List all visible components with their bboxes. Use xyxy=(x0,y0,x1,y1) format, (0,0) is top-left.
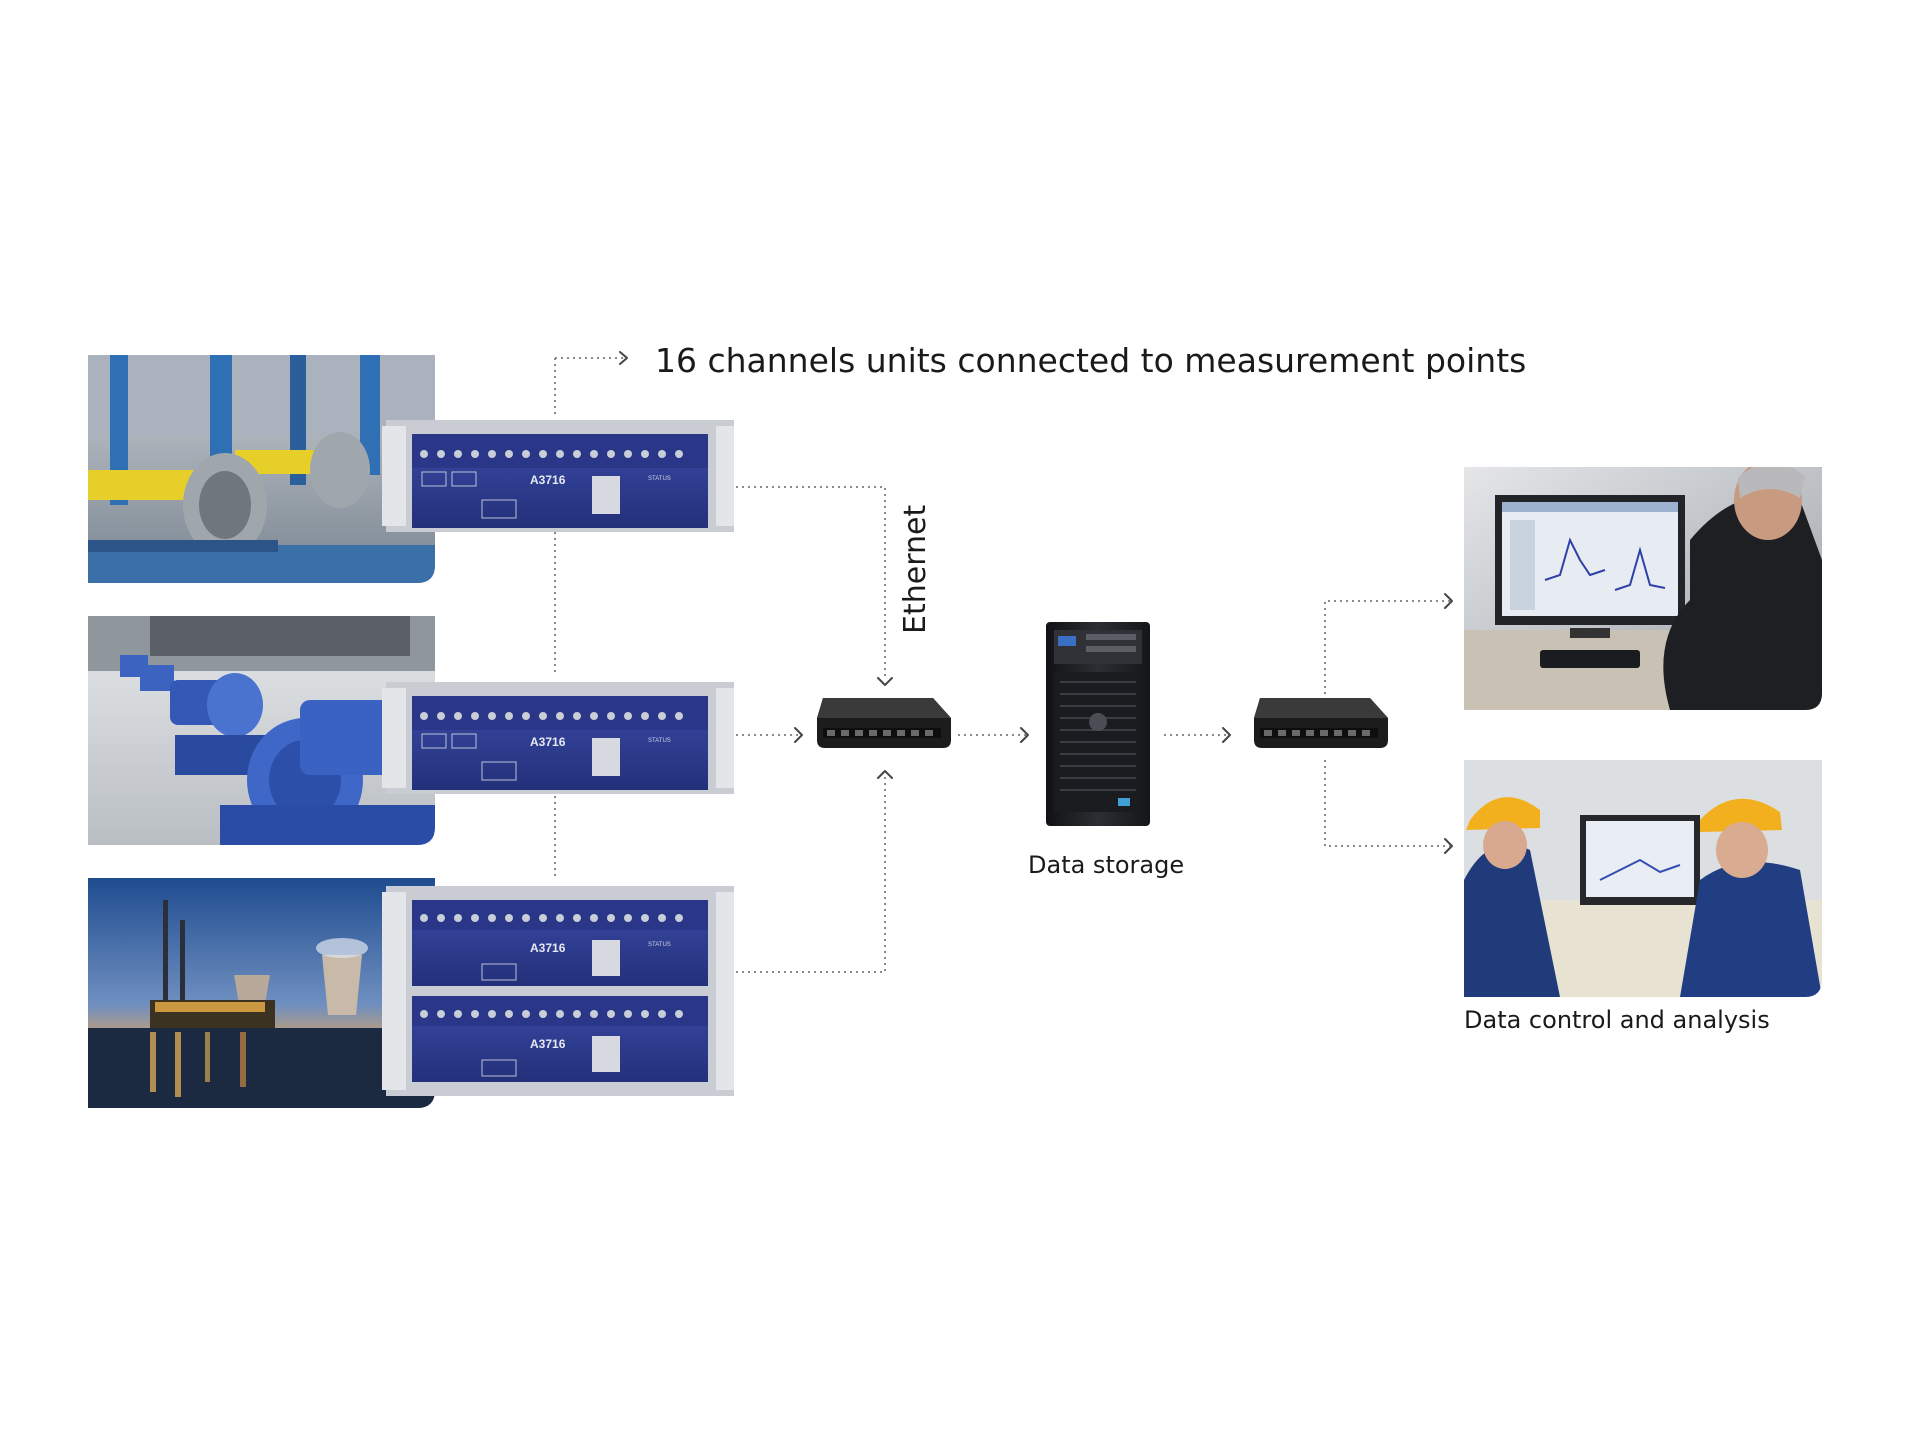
title-arrow xyxy=(619,351,628,365)
site-photo-power-plant xyxy=(88,878,435,1108)
network-switch-1 xyxy=(817,698,951,748)
a3716-unit-2: A3716 STATUS xyxy=(382,682,734,794)
switch-to-operator-2-connector xyxy=(1324,760,1450,847)
switch-to-storage-arrow xyxy=(1020,727,1029,743)
unit-3a-model-label: A3716 xyxy=(530,941,566,955)
a3716-unit-3: A3716 A3716 STATUS xyxy=(382,886,734,1096)
unit-3-arrow-up xyxy=(877,770,893,779)
operator-photo-1 xyxy=(1464,467,1822,710)
unit-1-status-label: STATUS xyxy=(648,476,671,482)
switch-to-operator-1-connector xyxy=(1324,600,1450,706)
unit-3-status-label: STATUS xyxy=(648,942,671,948)
storage-to-switch-arrow xyxy=(1222,727,1231,743)
analysis-label: Data control and analysis xyxy=(1464,1006,1770,1034)
operator-2-arrow xyxy=(1444,838,1453,854)
a3716-unit-1: A3716 STATUS xyxy=(382,420,734,532)
unit-2-status-label: STATUS xyxy=(648,738,671,744)
storage-server xyxy=(1046,622,1150,826)
ethernet-label: Ethernet xyxy=(898,505,933,634)
unit-3-connector xyxy=(736,776,886,973)
unit-3b-model-label: A3716 xyxy=(530,1037,566,1051)
operator-1-arrow xyxy=(1444,593,1453,609)
ethernet-arrow-down xyxy=(877,677,893,686)
site-photo-pump-hall xyxy=(88,355,435,583)
network-switch-2 xyxy=(1254,698,1388,748)
storage-label: Data storage xyxy=(1028,851,1184,879)
unit-2-model-label: A3716 xyxy=(530,735,566,749)
operator-photo-2 xyxy=(1464,760,1822,997)
unit-2-arrow xyxy=(794,727,803,743)
diagram-title: 16 channels units connected to measureme… xyxy=(655,341,1526,380)
unit-1-model-label: A3716 xyxy=(530,473,566,487)
unit-1-connector xyxy=(736,486,886,680)
site-photo-blue-pumps xyxy=(88,616,435,845)
